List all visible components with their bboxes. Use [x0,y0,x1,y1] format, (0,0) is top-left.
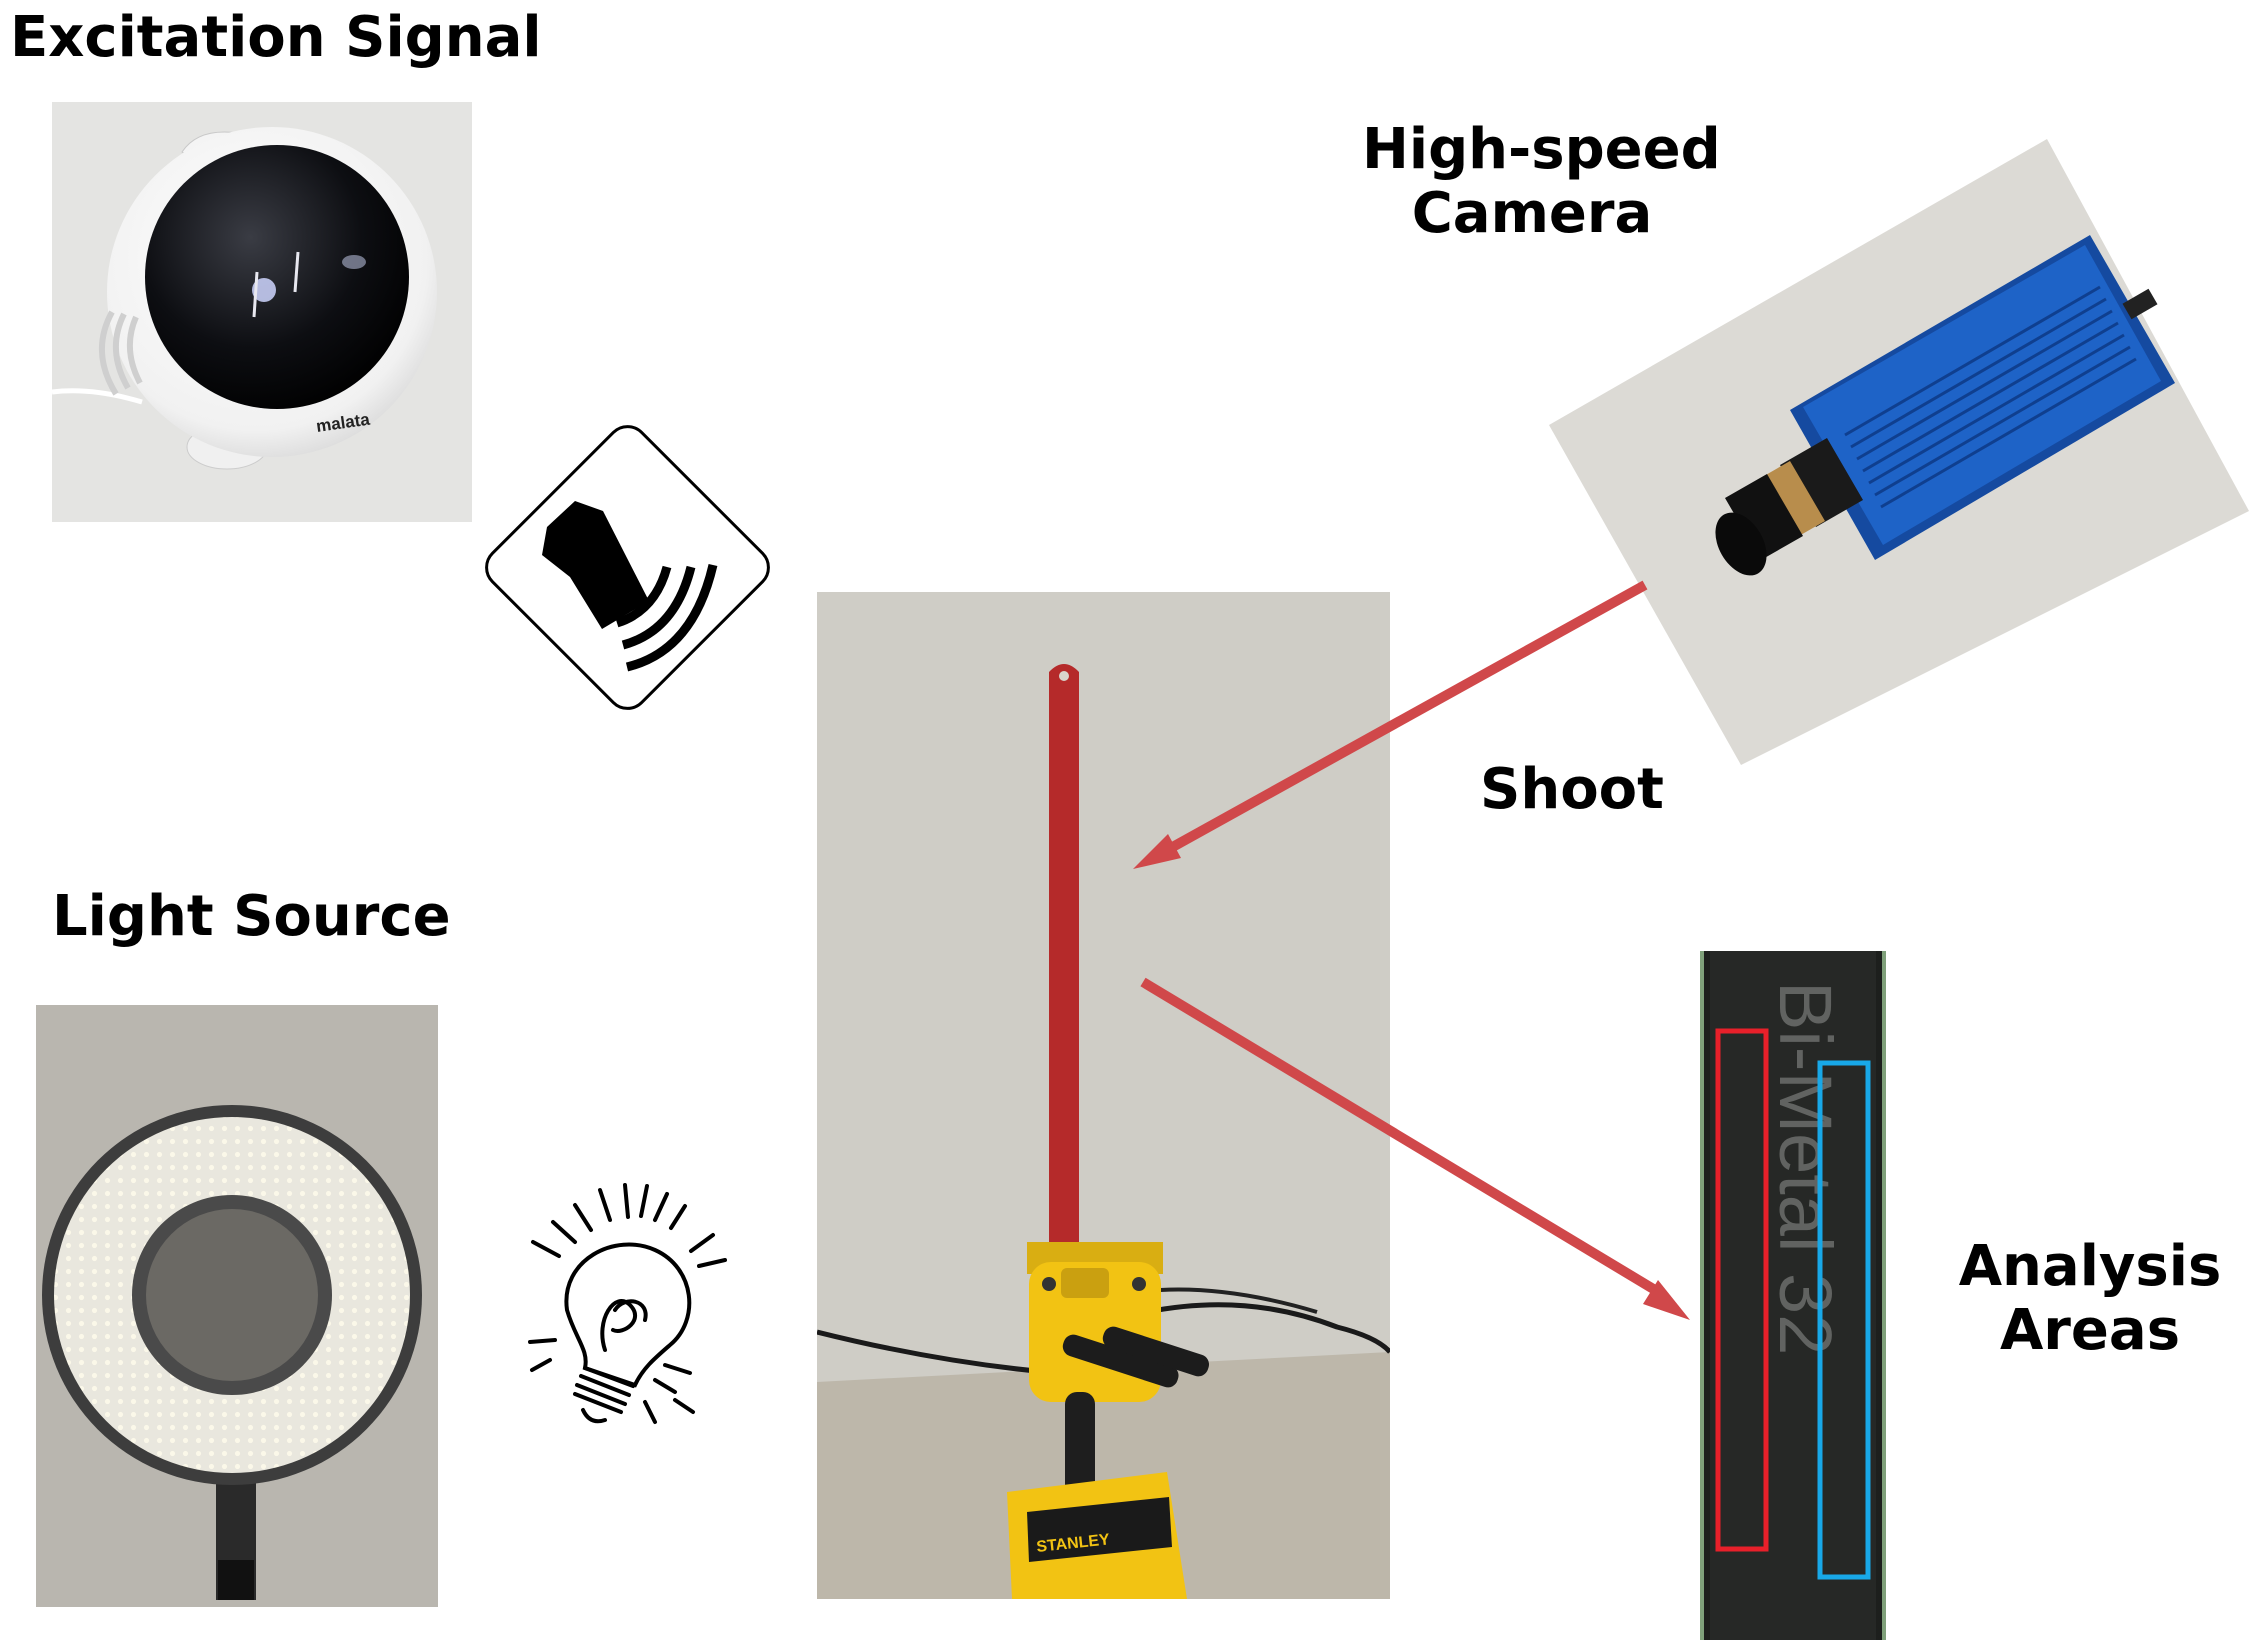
light-bulb-icon [505,1180,760,1435]
high-speed-camera-label-line1: High-speed [1362,117,1721,182]
analysis-arrowhead [1643,1280,1690,1320]
analysis-area-blue-box [1817,1060,1871,1580]
analysis-areas-label: Analysis Areas [1940,1234,2240,1364]
cantilever-photo: STANLEY [817,592,1390,1599]
light-source-label: Light Source [52,884,451,949]
analysis-area-red-box [1715,1028,1769,1552]
high-speed-camera-label-line2: Camera [1411,181,1653,247]
engraved-text: Bi-Metal 32 [1764,981,1847,1355]
ring-light-photo [36,1005,438,1607]
metal-blade [1049,672,1079,1292]
shoot-label: Shoot [1480,757,1664,822]
analysis-areas-label-line2: Areas [1999,1298,2181,1364]
speaker-warning-icon [465,405,790,730]
close-up-photo: Bi-Metal 32 [1700,951,1886,1640]
speaker-photo: malata [52,102,472,522]
high-speed-camera-label: High-speed Camera [1362,117,1721,247]
analysis-areas-label-line1: Analysis [1958,1234,2222,1299]
excitation-signal-label: Excitation Signal [10,5,542,70]
camera-photo [1545,135,2255,775]
